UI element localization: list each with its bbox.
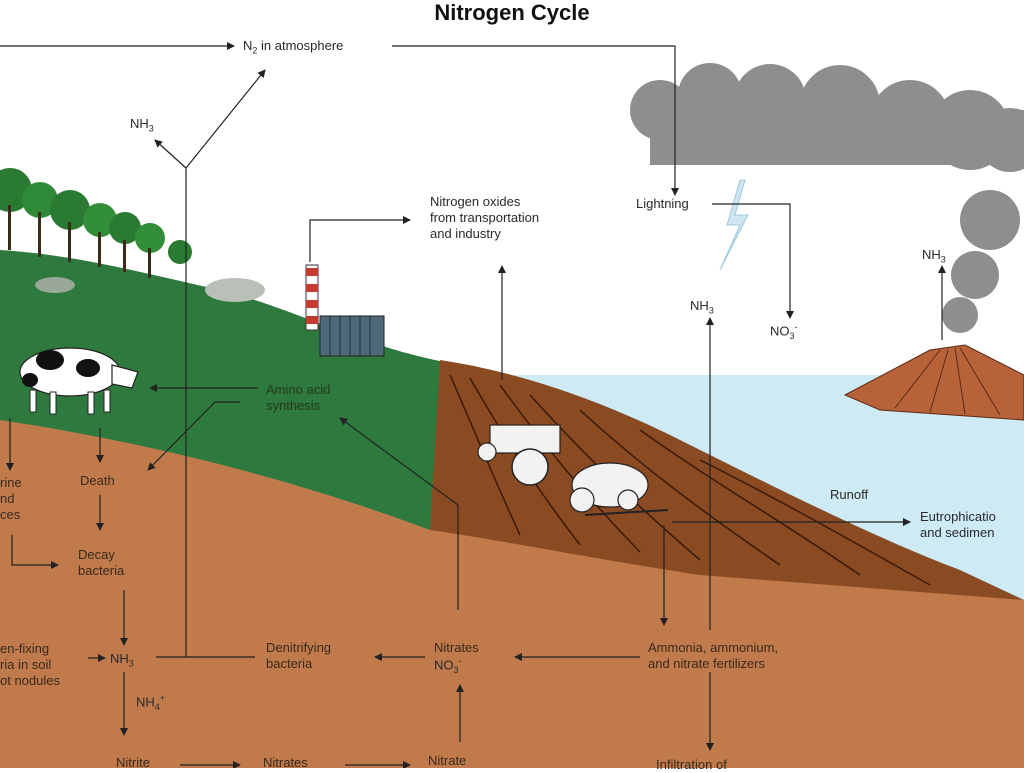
lightning-bolt — [719, 179, 749, 271]
nitrates-label: Nitrates — [434, 640, 479, 655]
nh3-soil-label: NH3 — [110, 651, 134, 669]
volcano — [843, 344, 1024, 421]
amino-acid-label: Amino acid synthesis — [266, 382, 331, 413]
nh3-mid-label: NH3 — [690, 298, 714, 316]
grass-hill — [0, 250, 445, 530]
death-label: Death — [80, 473, 115, 488]
plowed-field — [430, 360, 1024, 600]
nitrate-bottom-label: Nitrate — [428, 753, 467, 768]
forest-trees — [0, 168, 192, 278]
n2-atmosphere-label: N2 in atmosphere — [243, 38, 344, 56]
cow — [19, 347, 139, 415]
nh4-label: NH4+ — [136, 693, 166, 712]
urine-label: rine nd ces — [0, 475, 22, 522]
no3-soil-label: NO3- — [434, 656, 462, 675]
hill-rocks — [35, 277, 265, 302]
no3-lightning-label: NO3- — [770, 322, 798, 341]
nitrates-bottom-label: Nitrates — [263, 755, 308, 770]
lightning-label: Lightning — [636, 196, 689, 211]
nitrogen-oxides-label: Nitrogen oxides from transportation and … — [430, 194, 540, 241]
denitrifying-label: Denitrifying bacteria — [266, 640, 332, 671]
nh3-top-label: NH3 — [130, 116, 154, 134]
storm-cloud — [630, 63, 1024, 333]
eutrophication-label: Eutrophicatio and sedimen — [920, 509, 996, 540]
flow-arrows — [0, 42, 946, 768]
nitrogen-fixing-label: en-fixing ria in soil ot nodules — [0, 641, 60, 688]
factory — [305, 264, 385, 357]
nh3-volcano-label: NH3 — [922, 247, 946, 265]
nitrite-label: Nitrite — [116, 755, 150, 770]
runoff-label: Runoff — [830, 487, 869, 502]
decay-bacteria-label: Decay bacteria — [78, 547, 125, 578]
soil-ground — [0, 400, 1024, 768]
fertilizers-label: Ammonia, ammonium, and nitrate fertilize… — [648, 640, 779, 671]
tractor — [477, 424, 669, 516]
diagram-title: Nitrogen Cycle — [434, 0, 590, 25]
infiltration-label: Infiltration of — [656, 757, 727, 772]
